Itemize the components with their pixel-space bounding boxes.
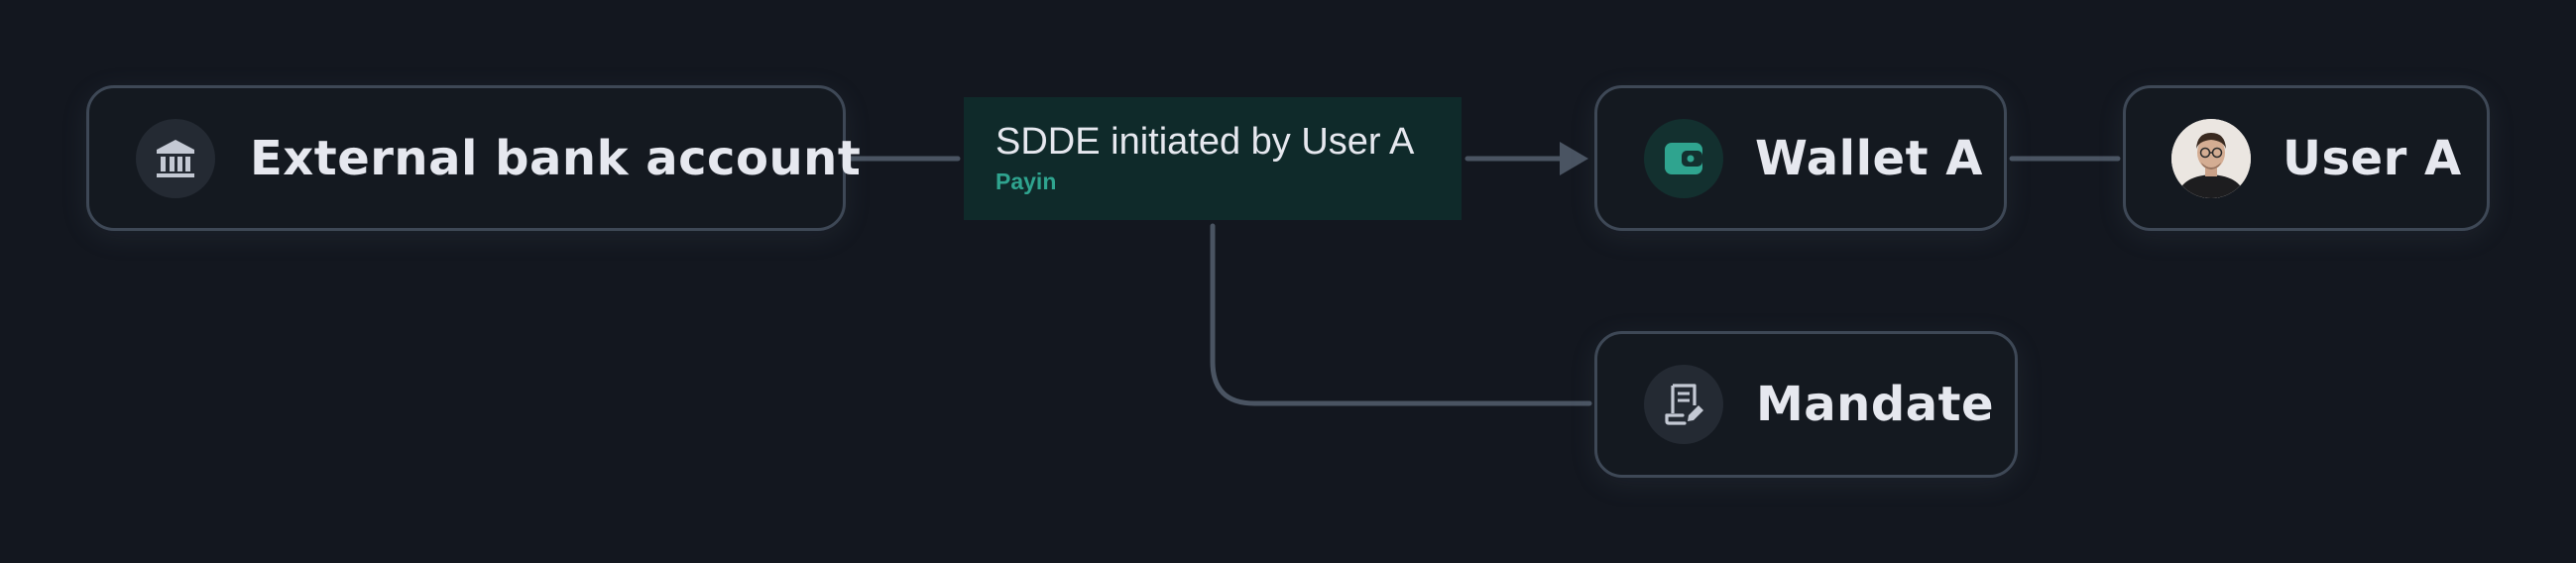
transaction-type: Payin (995, 169, 1057, 194)
node-mandate[interactable]: Mandate (1594, 331, 2018, 478)
bank-icon (136, 118, 215, 198)
wallet-icon (1644, 118, 1723, 198)
node-external-bank-account[interactable]: External bank account (86, 85, 861, 231)
transaction-node[interactable]: SDDE initiated by User A Payin (964, 97, 1462, 220)
node-label-user: User A (2283, 130, 2462, 186)
node-label-wallet: Wallet A (1755, 130, 1983, 186)
node-label-mandate: Mandate (1756, 377, 1995, 432)
transaction-title: SDDE initiated by User A (995, 121, 1415, 163)
node-user-a[interactable]: User A (2123, 85, 2490, 231)
arrowhead-to-wallet (1560, 142, 1588, 175)
node-label-bank: External bank account (250, 130, 862, 186)
node-wallet-a[interactable]: Wallet A (1594, 85, 2007, 231)
connector-transaction-to-mandate (1210, 223, 1592, 406)
avatar (2171, 118, 2251, 198)
mandate-icon (1644, 365, 1723, 444)
